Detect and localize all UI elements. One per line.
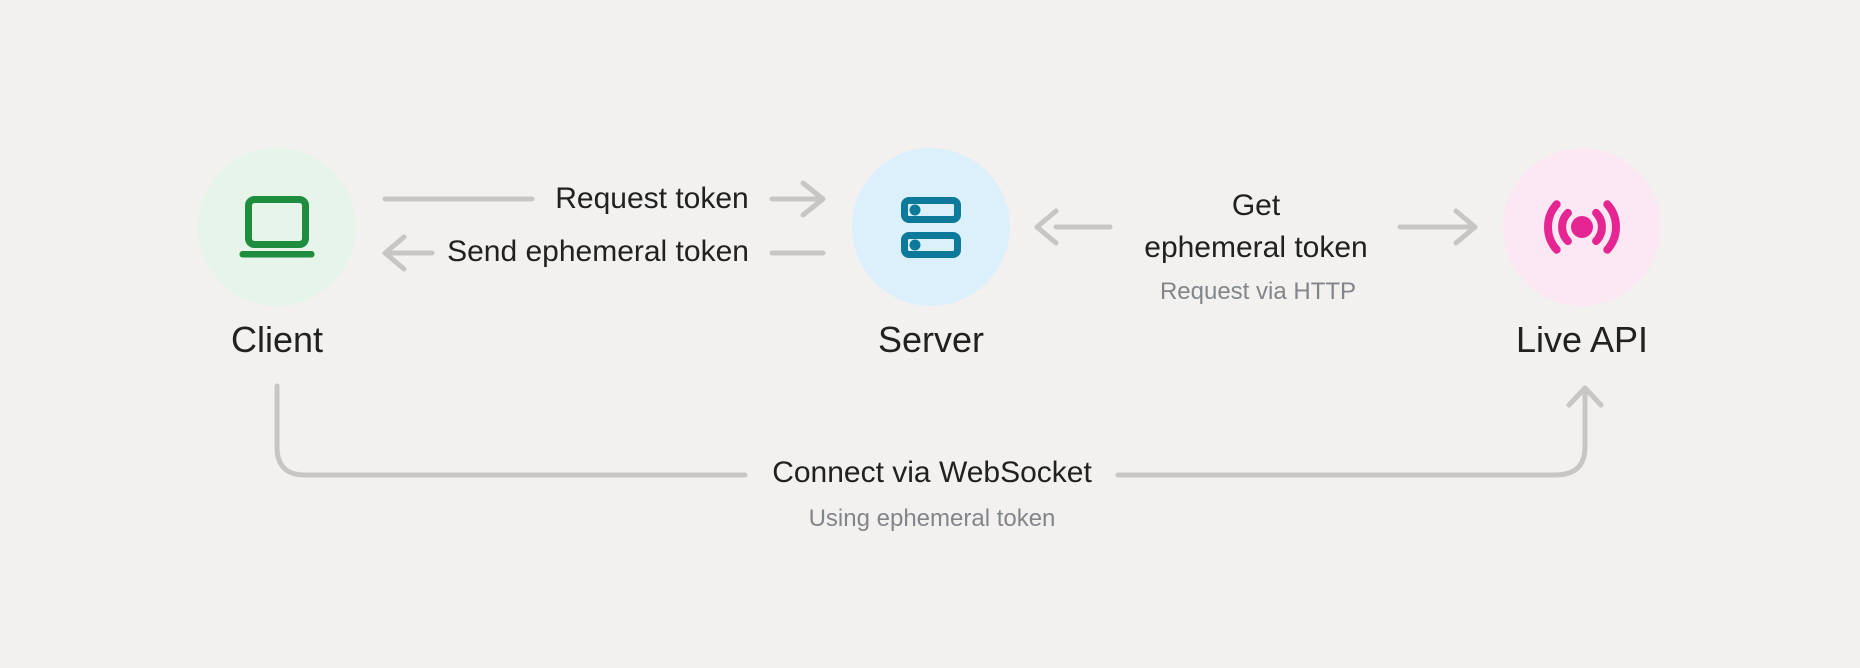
get-ephemeral-token-arrow-left-icon — [1034, 208, 1113, 246]
get-ephemeral-token-label: Get ephemeral token — [1144, 185, 1367, 269]
laptop-icon — [239, 196, 315, 258]
connect-websocket-label: Connect via WebSocket — [772, 456, 1092, 489]
broadcast-icon — [1544, 200, 1620, 254]
websocket-path-right-arrow-icon — [1115, 385, 1604, 478]
live-api-node — [1503, 148, 1661, 306]
using-ephemeral-token-sublabel: Using ephemeral token — [808, 505, 1056, 532]
live-api-label: Live API — [1515, 319, 1649, 360]
get-ephemeral-token-label-line2: ephemeral token — [1144, 231, 1368, 264]
get-ephemeral-token-arrow-right-icon — [1397, 208, 1478, 246]
get-ephemeral-token-label-line1: Get — [1231, 189, 1281, 222]
server-icon — [901, 196, 961, 258]
client-label: Client — [230, 319, 324, 360]
send-ephemeral-token-label: Send ephemeral token — [447, 235, 749, 268]
client-node — [198, 148, 356, 306]
request-via-http-sublabel: Request via HTTP — [1159, 278, 1357, 305]
websocket-path-left — [274, 383, 748, 478]
request-token-label: Request token — [555, 182, 749, 215]
send-ephemeral-token-arrow-left-icon — [382, 234, 435, 272]
request-token-arrow-right-icon — [769, 180, 826, 218]
server-label: Server — [877, 319, 985, 360]
server-node — [852, 148, 1010, 306]
